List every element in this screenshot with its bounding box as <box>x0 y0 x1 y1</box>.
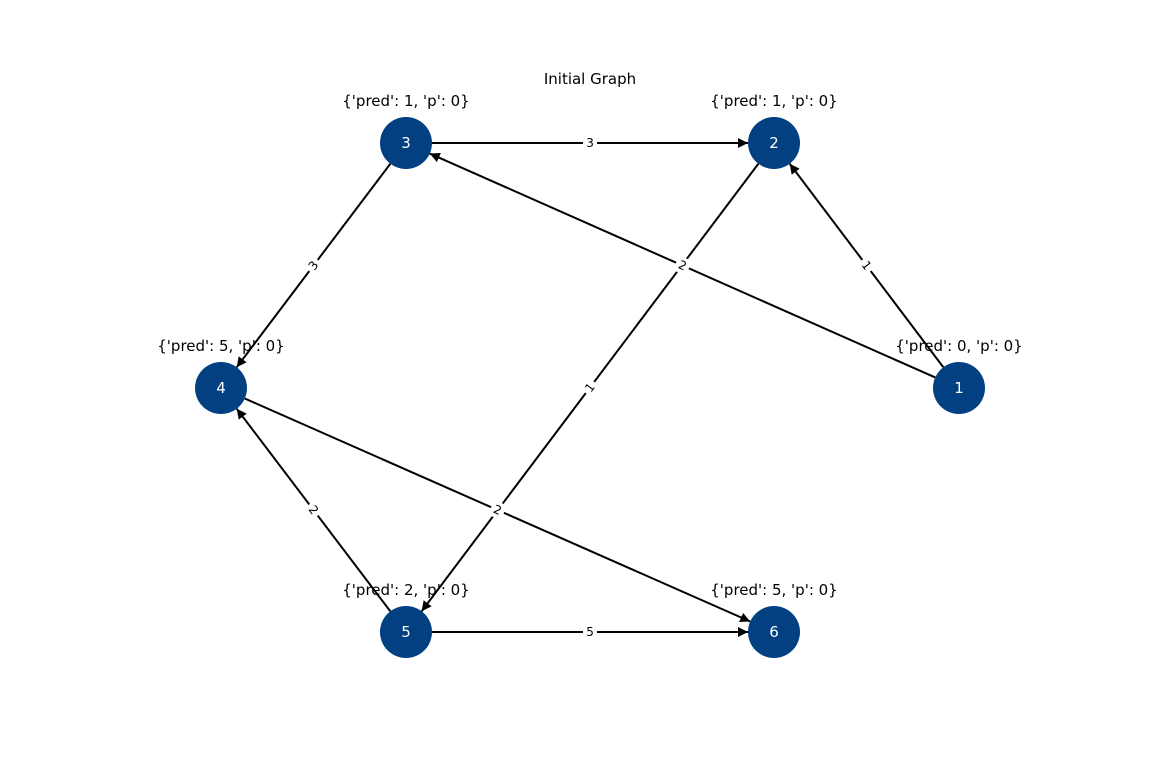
node-label-5: 5 <box>401 623 411 641</box>
edge-weight-label: 5 <box>586 625 594 639</box>
edge-label-group-5-6: 5 <box>583 624 597 640</box>
node-3 <box>380 117 432 169</box>
node-attr-label-5: {'pred': 2, 'p': 0} <box>342 581 469 599</box>
edge-label-background <box>855 255 878 276</box>
node-label-4: 4 <box>216 379 226 397</box>
node-attr-label-6: {'pred': 5, 'p': 0} <box>710 581 837 599</box>
edge-label-background <box>487 499 508 521</box>
edge-label-group-5-4: 2 <box>302 499 325 521</box>
edge-label-background <box>583 135 597 151</box>
node-label-1: 1 <box>954 379 964 397</box>
node-attr-label-1: {'pred': 0, 'p': 0} <box>895 337 1022 355</box>
node-label-2: 2 <box>769 134 779 152</box>
edge-label-group-2-5: 1 <box>579 377 601 398</box>
node-4 <box>195 362 247 414</box>
edge-label-group-3-4: 3 <box>302 255 325 276</box>
node-1 <box>933 362 985 414</box>
edge-label-group-3-2: 3 <box>583 135 597 151</box>
node-label-3: 3 <box>401 134 411 152</box>
edge-label-background <box>579 377 601 398</box>
node-attr-label-4: {'pred': 5, 'p': 0} <box>157 337 284 355</box>
node-5 <box>380 606 432 658</box>
nodes-layer: 1 2 3 4 5 6 <box>195 117 985 658</box>
edge-label-group-1-3: 2 <box>672 255 693 276</box>
node-attr-label-3: {'pred': 1, 'p': 0} <box>342 92 469 110</box>
edge-label-group-1-2: 1 <box>855 255 878 276</box>
edge-label-background <box>302 499 325 521</box>
attr-labels-layer: {'pred': 0, 'p': 0} {'pred': 1, 'p': 0} {'… <box>157 92 1022 599</box>
node-label-6: 6 <box>769 623 779 641</box>
edge-label-background <box>302 255 325 276</box>
edge-label-background <box>672 255 693 276</box>
node-attr-label-2: {'pred': 1, 'p': 0} <box>710 92 837 110</box>
edge-label-group-4-6: 2 <box>487 499 508 521</box>
edge-weight-label: 3 <box>586 136 594 150</box>
graph-title: Initial Graph <box>544 70 636 88</box>
node-6 <box>748 606 800 658</box>
edge-label-background <box>583 624 597 640</box>
node-2 <box>748 117 800 169</box>
edge-labels-layer: 1 2 3 3 1 2 2 5 <box>302 135 878 640</box>
